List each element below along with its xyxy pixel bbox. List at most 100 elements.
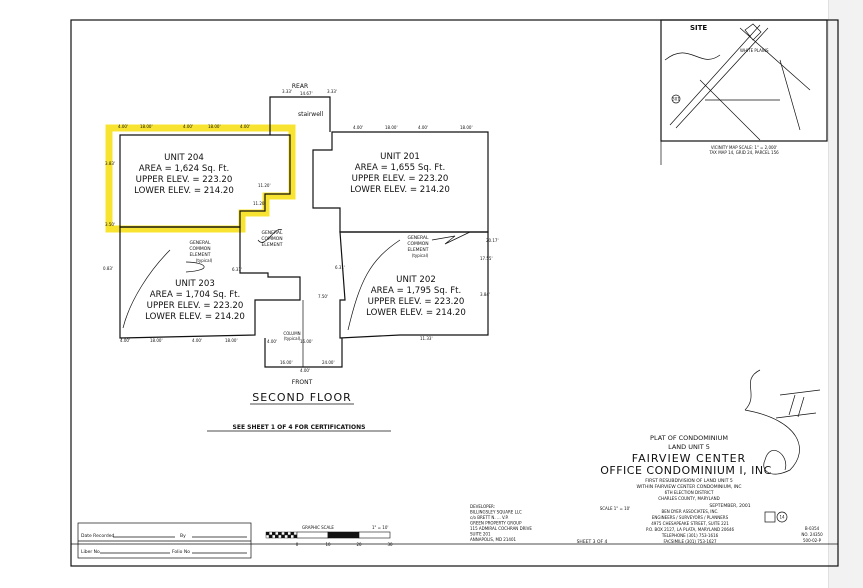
dimension-label: 0.83' xyxy=(103,266,113,271)
scale-segment xyxy=(296,531,329,539)
floor-plan xyxy=(119,96,489,368)
stairwell-label: stairwell xyxy=(298,111,324,118)
scale-segment xyxy=(265,534,270,539)
vicinity-map-frame xyxy=(660,19,828,142)
unit-202-label: UNIT 202 AREA = 1,795 Sq. Ft. UPPER ELEV… xyxy=(366,275,466,318)
sheet-border xyxy=(70,19,839,567)
scale-segment xyxy=(278,534,282,539)
developer-line: c/o BRETT N. ... V.P. xyxy=(470,515,509,520)
unit-202-outline xyxy=(339,231,489,339)
developer-line: 115 ADMIRAL COCHRAN DRIVE xyxy=(470,526,532,531)
place-label: WHITE PLAINS xyxy=(740,48,769,53)
developer-line: SUITE 201 xyxy=(470,532,491,537)
scale-segment xyxy=(265,531,270,536)
front-entry-outline xyxy=(264,338,343,368)
developer-line: ANNAPOLIS, MD 21401 xyxy=(470,537,516,542)
unit-201-outline xyxy=(312,131,489,233)
firm-text: P.O. BOX 2127, LA PLATA, MARYLAND 20646 xyxy=(646,527,735,532)
dimension-label: 4.00' xyxy=(267,339,277,344)
dimension-label: 4.00' xyxy=(353,125,363,130)
unit-204-label: UNIT 204 AREA = 1,624 Sq. Ft. UPPER ELEV… xyxy=(134,153,234,196)
dimension-label: 16.00' xyxy=(280,360,293,365)
column-label: COLUMN xyxy=(283,331,300,336)
stamp-number: 14 xyxy=(779,515,785,520)
gce-text: GENERAL xyxy=(407,235,429,241)
route-number: 301 xyxy=(672,97,680,102)
dimension-label: 4.00' xyxy=(300,368,310,373)
dimension-label: 18.00' xyxy=(225,338,238,343)
unit-203-label: UNIT 203 AREA = 1,704 Sq. Ft. UPPER ELEV… xyxy=(145,279,245,322)
scale-segment xyxy=(268,534,273,539)
scale-bar xyxy=(265,531,391,539)
date-recorded-label: Date Recorded xyxy=(81,533,115,539)
unit-204-highlight xyxy=(105,124,296,233)
gce-label-center: GENERAL COMMON ELEMENT xyxy=(261,230,283,248)
unit-name: UNIT 202 xyxy=(396,275,436,285)
gce-leader xyxy=(431,231,471,245)
floor-title: SECOND FLOOR xyxy=(252,391,352,404)
title-block: PLAT OF CONDOMINIUM LAND UNIT 5 FAIRVIEW… xyxy=(577,434,823,545)
scale-tick: 10 xyxy=(325,542,331,547)
gce-text: COMMON xyxy=(261,236,282,242)
unit-area: AREA = 1,795 Sq. Ft. xyxy=(371,286,462,296)
column-label: (typical) xyxy=(284,336,301,341)
file-number: 500-02-P xyxy=(803,538,822,543)
land-unit: LAND UNIT 5 xyxy=(668,443,710,451)
unit-area: AREA = 1,704 Sq. Ft. xyxy=(150,290,241,300)
unit-name: UNIT 204 xyxy=(164,153,204,163)
unit-lower-elev: LOWER ELEV. = 214.20 xyxy=(350,185,450,195)
dimension-label: 3.33' xyxy=(327,89,337,94)
dimension-label: 3.33' xyxy=(282,89,292,94)
scale-segment xyxy=(287,534,292,539)
dimension-label: 3.83' xyxy=(105,161,115,166)
gce-text: (typical) xyxy=(196,258,213,263)
dimension-label: 14.67' xyxy=(300,91,313,96)
dimension-label: 18.00' xyxy=(385,125,398,130)
gce-label-203: GENERAL COMMON ELEMENT (typical) xyxy=(189,240,212,263)
scale-segment xyxy=(293,531,298,536)
rear-label: REAR xyxy=(292,83,308,90)
title-text: FIRST RESUBDIVISION OF LAND UNIT 5 xyxy=(645,478,733,484)
gce-text: COMMON xyxy=(407,241,428,247)
scale-segment xyxy=(358,531,391,539)
road-lines xyxy=(664,23,811,141)
dimension-label: 6.31' xyxy=(335,265,345,270)
dimension-label: 3.50' xyxy=(105,222,115,227)
dimension-label: 4.00' xyxy=(240,124,250,129)
vicinity-map: 301 SITE WHITE PLAINS VICINITY MAP SCALE… xyxy=(660,19,828,165)
project-name: FAIRVIEW CENTER xyxy=(632,452,746,465)
dimension-label: 7.50' xyxy=(318,294,328,299)
dimension-label: 11.33' xyxy=(420,336,433,341)
scale-segment xyxy=(268,531,273,536)
dimension-labels: 4.00' 18.00' 4.00' 18.00' 4.00' 14.67' 3.33' 3.… xyxy=(103,89,499,373)
scale-segment xyxy=(290,534,295,539)
scale-tick: 0 xyxy=(296,542,299,547)
unit-area: AREA = 1,624 Sq. Ft. xyxy=(139,164,230,174)
liber-label: Liber No xyxy=(81,549,100,555)
firm-text: ENGINEERS / SURVEYORS / PLANNERS xyxy=(652,515,729,520)
unit-203-outline xyxy=(119,226,301,339)
dimension-label: 4.00' xyxy=(118,124,128,129)
scale-segment xyxy=(281,534,285,539)
scale-segment xyxy=(290,531,295,536)
scale-segment xyxy=(278,531,282,536)
recording-box: Date Recorded By Liber No Folio No xyxy=(77,522,252,559)
graphic-scale: GRAPHIC SCALE 1" = 10' 0 10 20 30 xyxy=(265,525,393,547)
dimension-label: 18.00' xyxy=(140,124,153,129)
gce-leader xyxy=(257,229,283,243)
firm-text: FACSIMILE (301) 753-1627 xyxy=(663,539,717,544)
site-label: SITE xyxy=(690,24,707,32)
gce-text: GENERAL xyxy=(261,230,283,236)
unit-upper-elev: UPPER ELEV. = 223.20 xyxy=(147,301,244,311)
scale-text: SCALE 1" = 10' xyxy=(600,506,631,511)
scale-segment xyxy=(275,531,279,536)
firm-text: 4975 CHESAPEAKE STREET, SUITE 221 xyxy=(651,521,729,526)
certifications-note: SEE SHEET 1 OF 4 FOR CERTIFICATIONS xyxy=(233,424,366,431)
folio-label: Folio No xyxy=(172,549,190,555)
dimension-label: 11.20' xyxy=(258,183,271,188)
scale-segment xyxy=(281,531,285,536)
seal-stamp xyxy=(764,511,776,523)
unit-upper-elev: UPPER ELEV. = 223.20 xyxy=(368,297,465,307)
